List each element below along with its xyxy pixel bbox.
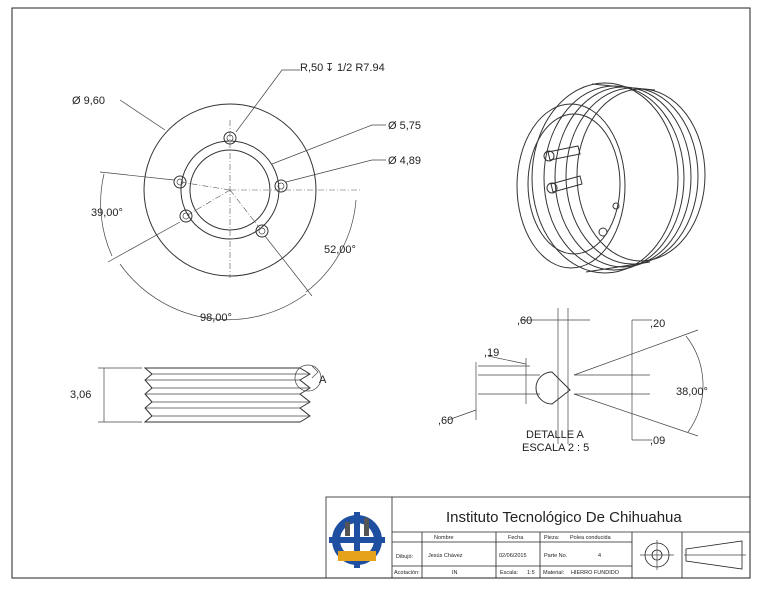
row-dibujo: Dibujó: bbox=[396, 554, 414, 560]
col-fecha: Fecha bbox=[508, 535, 524, 541]
detail-a-circle bbox=[294, 364, 322, 392]
material-label: Material: bbox=[543, 570, 565, 576]
col-nombre: Nombre bbox=[434, 535, 454, 541]
height-label: 3,06 bbox=[70, 389, 91, 401]
institution-name: Instituto Tecnológico De Chihuahua bbox=[446, 509, 682, 526]
institution-logo bbox=[329, 512, 385, 568]
angle-arc-right bbox=[305, 199, 357, 293]
outer-diameter-label: Ø 9,60 bbox=[72, 95, 105, 107]
isometric-view bbox=[516, 82, 706, 274]
detail-scale: ESCALA 2 : 5 bbox=[522, 442, 589, 454]
front-view: Ø 9,60 R,50 ↧ 1/2 R7.94 Ø 5,75 Ø 4,89 39… bbox=[72, 62, 421, 324]
detail-groove bbox=[535, 371, 571, 405]
row-acotacion: Acotación: bbox=[394, 570, 420, 576]
side-view: A 3,06 bbox=[70, 364, 327, 423]
detail-dim-19: ,19 bbox=[484, 347, 499, 359]
angle-arc-left bbox=[100, 173, 113, 257]
dibujo-date: 02/06/2015 bbox=[499, 553, 527, 559]
angle-bottom-label: 98,00° bbox=[200, 312, 232, 324]
angle-right-label: 52,00° bbox=[324, 244, 356, 256]
detail-angle: 38,00° bbox=[676, 386, 708, 398]
dibujo-name: Jesús Chávez bbox=[428, 553, 463, 559]
pieza-value: Polea conducida bbox=[570, 535, 612, 541]
detail-dim-09: ,09 bbox=[650, 435, 665, 447]
escala-value: 1:5 bbox=[527, 570, 535, 576]
detail-title: DETALLE A bbox=[526, 429, 585, 441]
projection-symbol-icon bbox=[640, 540, 746, 570]
bore-small-label: Ø 4,89 bbox=[388, 155, 421, 167]
detail-a-view: ,60 ,19 ,60 ,20 ,09 38,00° DETALLE A ESC… bbox=[438, 308, 708, 454]
detail-dim-20: ,20 bbox=[650, 318, 665, 330]
parte-label: Parte No. bbox=[544, 553, 568, 559]
col-pieza: Pieza: bbox=[544, 535, 560, 541]
detail-dim-60-top: ,60 bbox=[517, 315, 532, 327]
parte-value: 4 bbox=[598, 553, 601, 559]
depth-symbol: ↧ bbox=[325, 62, 334, 74]
detail-dim-60-bottom: ,60 bbox=[438, 415, 453, 427]
iso-front-face bbox=[516, 103, 626, 269]
hole-callout-radius: R,50 bbox=[300, 62, 323, 74]
acotacion-value: IN bbox=[452, 570, 458, 576]
side-profile bbox=[143, 367, 311, 423]
sheet-border bbox=[11, 7, 751, 579]
material-value: HIERRO FUNDIDO bbox=[571, 570, 620, 576]
title-block: Instituto Tecnológico De Chihuahua Nombr… bbox=[325, 496, 751, 579]
detail-a-marker: A bbox=[319, 374, 327, 386]
angle-arc-bottom bbox=[119, 263, 307, 321]
hole-callout-depth: 1/2 R7.94 bbox=[337, 62, 385, 74]
bore-large-label: Ø 5,75 bbox=[388, 120, 421, 132]
angle-left-label: 39,00° bbox=[91, 207, 123, 219]
escala-label: Escala: bbox=[500, 570, 519, 576]
